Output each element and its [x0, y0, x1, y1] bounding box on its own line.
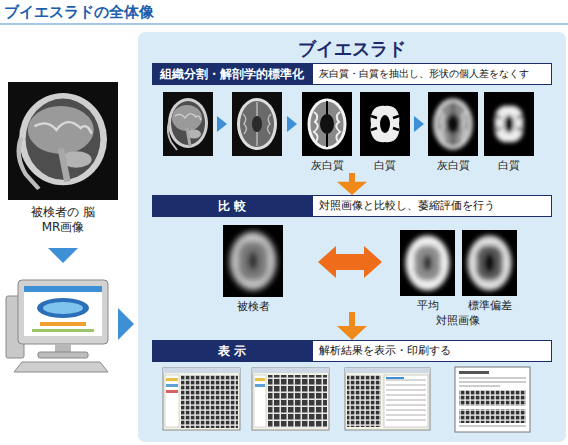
- subject-mri: [8, 82, 118, 200]
- panel-heading: ブイエスラド: [138, 38, 566, 60]
- label-slot: 灰白質: [277, 159, 377, 172]
- image-caption: 被検者: [203, 300, 303, 313]
- label-slot: 灰白質: [403, 159, 503, 172]
- result-screens: [163, 367, 530, 432]
- label-slot: 被検者の 脳MR画像: [23, 205, 103, 235]
- label-slot: 標準偏差: [440, 299, 540, 312]
- flow-triangle: [118, 308, 134, 340]
- band-description: 灰白質・白質を抽出し、形状の個人差をなくす: [312, 63, 552, 85]
- comparison-images: [223, 225, 517, 297]
- image-caption: 対照画像: [408, 314, 508, 327]
- image-caption: 灰白質: [403, 159, 503, 172]
- label-slot: 白質: [335, 159, 435, 172]
- flow-triangle: [48, 248, 78, 263]
- band-description: 対照画像と比較し、萎縮評価を行う: [312, 195, 552, 217]
- image-caption: 灰白質: [277, 159, 377, 172]
- image-caption: 白質: [335, 159, 435, 172]
- band-heading: 組織分割・解剖学的標準化: [152, 63, 312, 85]
- band-heading: 比 較: [152, 195, 312, 217]
- image-caption: 被検者の 脳MR画像: [23, 205, 103, 235]
- label-slot: 白質: [459, 159, 559, 172]
- band-row: 比 較対照画像と比較し、萎縮評価を行う: [152, 195, 552, 217]
- label-slot: 被検者: [203, 300, 303, 313]
- flow-arrow: [337, 312, 367, 340]
- image-caption: 標準偏差: [440, 299, 540, 312]
- segmentation-images: [163, 92, 534, 156]
- image-caption: 白質: [459, 159, 559, 172]
- band-row: 組織分割・解剖学的標準化灰白質・白質を抽出し、形状の個人差をなくす: [152, 63, 552, 85]
- image-caption: 平均: [378, 299, 478, 312]
- label-slot: 対照画像: [408, 314, 508, 327]
- diagram-title: ブイエスラドの全体像: [0, 0, 568, 21]
- computer-icon: [6, 280, 108, 372]
- label-slot: 平均: [378, 299, 478, 312]
- flow-arrow: [337, 173, 367, 195]
- band-row: 表 示解析結果を表示・印刷する: [152, 340, 552, 362]
- title-rule: [0, 24, 568, 25]
- band-heading: 表 示: [152, 340, 312, 362]
- band-description: 解析結果を表示・印刷する: [312, 340, 552, 362]
